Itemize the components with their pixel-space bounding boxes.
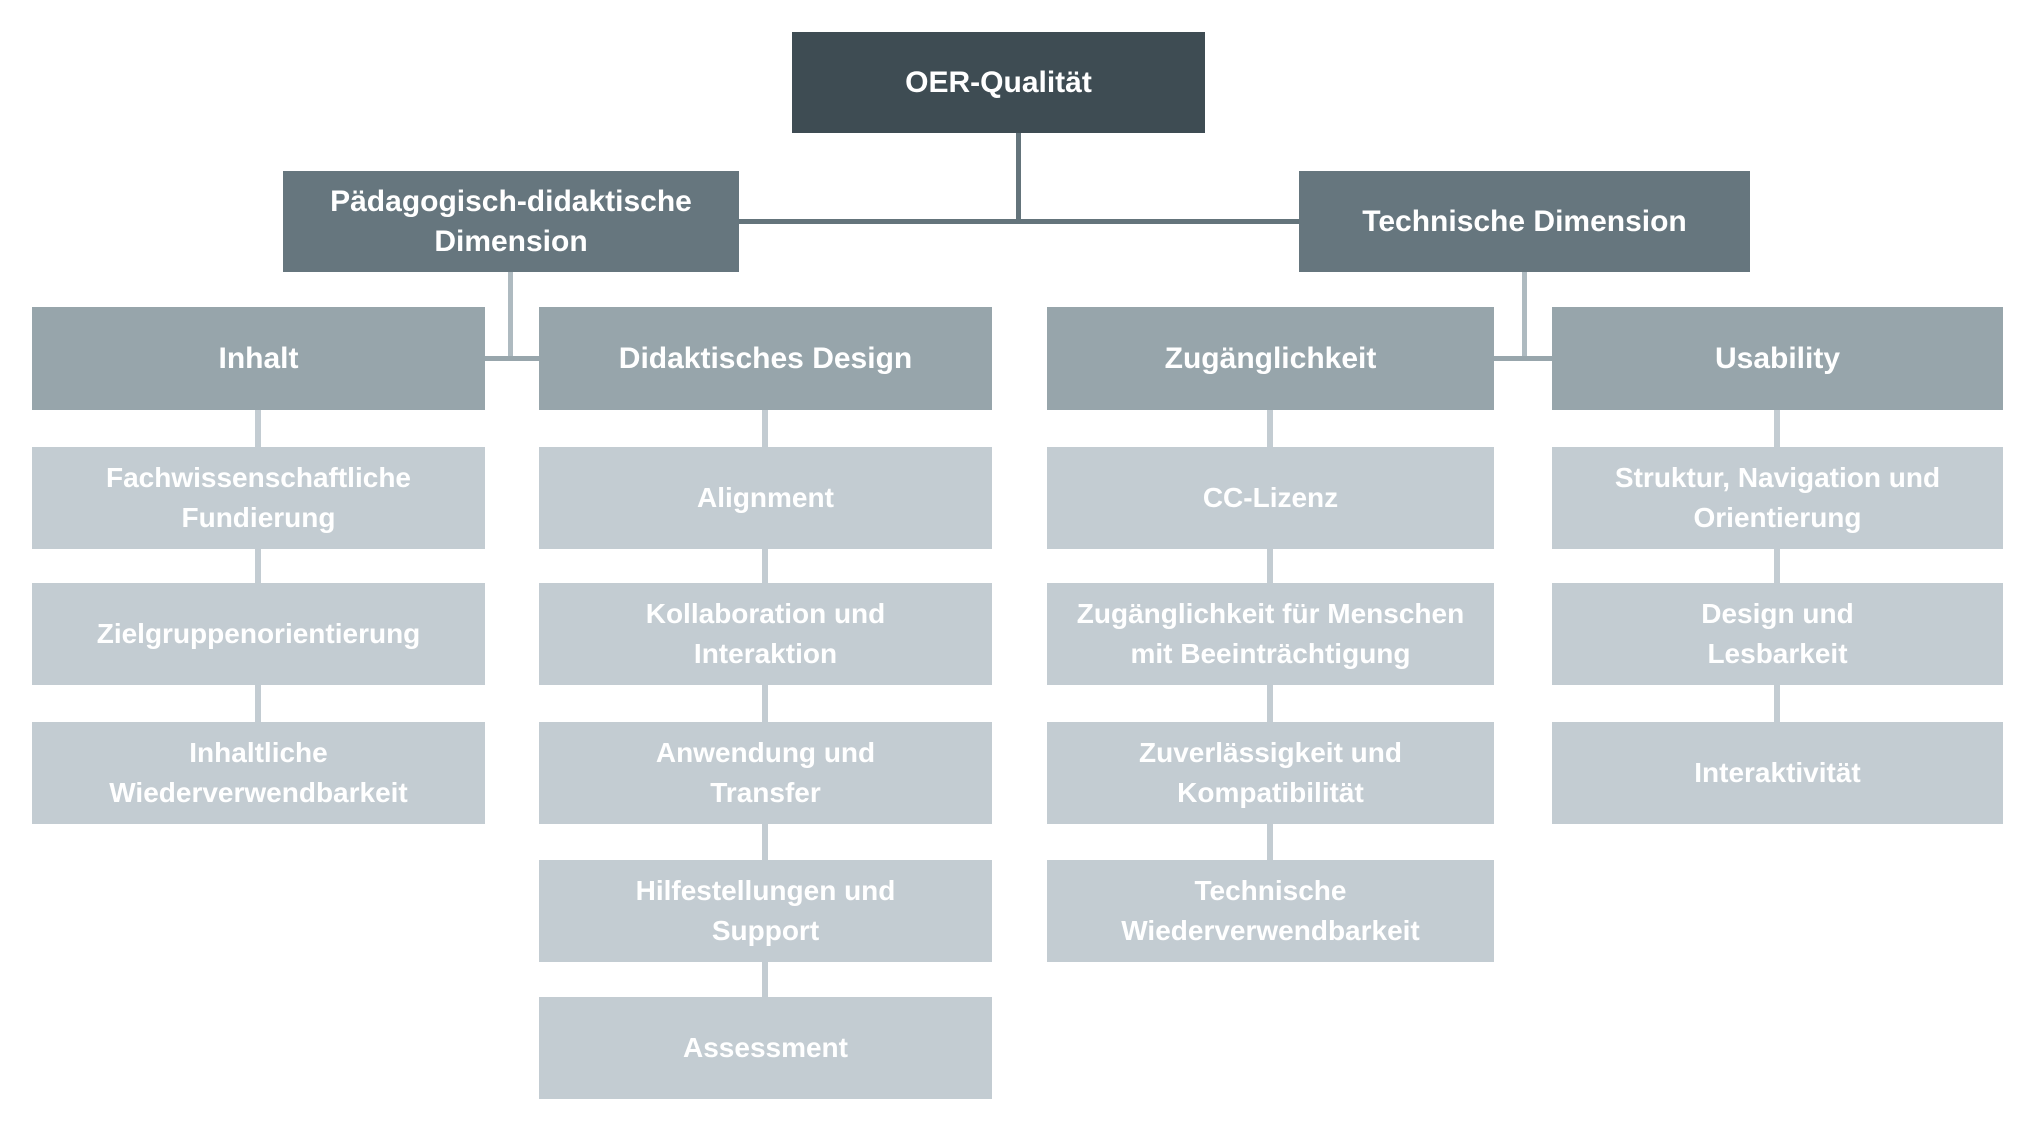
connector-paedagogisch-vertical (508, 272, 513, 358)
node-item-struktur-navigation-orientierung: Struktur, Navigation und Orientierung (1552, 447, 2003, 549)
node-technische-dimension: Technische Dimension (1299, 171, 1750, 272)
node-header-zugaenglichkeit: Zugänglichkeit (1047, 307, 1494, 410)
node-oer-qualitaet: OER-Qualität (792, 32, 1205, 133)
node-item-inhaltliche-wiederverwendbarkeit: Inhaltliche Wiederverwendbarkeit (32, 722, 485, 824)
node-item-zuverlaessigkeit-kompatibilitaet: Zuverlässigkeit und Kompatibilität (1047, 722, 1494, 824)
connector-paedagogisch-stub (483, 356, 541, 361)
connector-dimensions-horizontal (736, 219, 1302, 224)
node-item-cc-lizenz: CC-Lizenz (1047, 447, 1494, 549)
node-header-inhalt: Inhalt (32, 307, 485, 410)
node-item-design-lesbarkeit: Design und Lesbarkeit (1552, 583, 2003, 685)
node-item-alignment: Alignment (539, 447, 992, 549)
node-item-zielgruppenorientierung: Zielgruppenorientierung (32, 583, 485, 685)
node-header-usability: Usability (1552, 307, 2003, 410)
node-item-kollaboration-interaktion: Kollaboration und Interaktion (539, 583, 992, 685)
node-item-interaktivitaet: Interaktivität (1552, 722, 2003, 824)
node-item-technische-wiederverwendbarkeit: Technische Wiederverwendbarkeit (1047, 860, 1494, 962)
connector-root-vertical (1016, 133, 1021, 223)
connector-technisch-vertical (1522, 272, 1527, 358)
node-item-zugaenglichkeit-beeintraechtigung: Zugänglichkeit für Menschen mit Beeinträ… (1047, 583, 1494, 685)
connector-technisch-stub (1492, 356, 1554, 361)
node-header-didaktisches-design: Didaktisches Design (539, 307, 992, 410)
node-item-assessment: Assessment (539, 997, 992, 1099)
node-item-hilfestellungen-support: Hilfestellungen und Support (539, 860, 992, 962)
node-paedagogisch-didaktische-dimension: Pädagogisch-didaktische Dimension (283, 171, 739, 272)
node-item-fachwissenschaftliche-fundierung: Fachwissenschaftliche Fundierung (32, 447, 485, 549)
node-item-anwendung-transfer: Anwendung und Transfer (539, 722, 992, 824)
